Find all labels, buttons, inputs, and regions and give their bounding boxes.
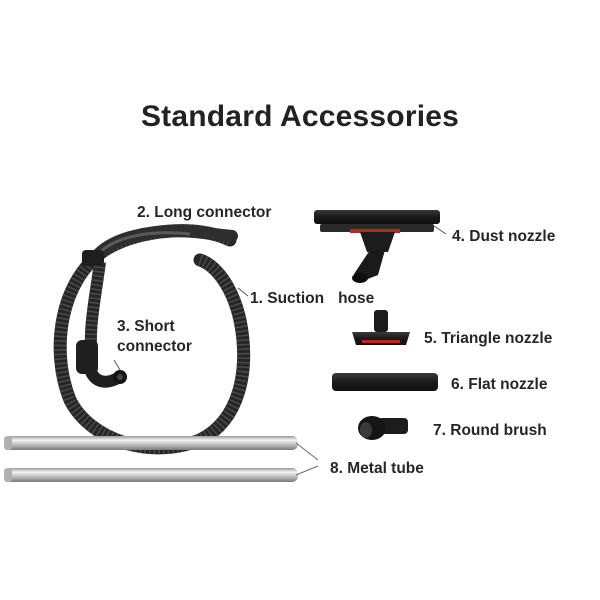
label-name: Short — [134, 318, 175, 335]
flat-nozzle-icon — [332, 373, 438, 391]
label-name: Round brush — [450, 422, 547, 439]
label-name: Long connector — [154, 204, 272, 221]
label-number: 4. — [452, 228, 465, 245]
label-flat-nozzle: 6. Flat nozzle — [451, 375, 547, 395]
label-suction-hose: 1. Suction hose — [250, 289, 374, 309]
label-number: 6. — [451, 376, 464, 393]
metal-tube-icon — [4, 436, 319, 482]
label-number: 2. — [137, 204, 150, 221]
page-title: Standard Accessories — [140, 100, 460, 133]
long-connector-icon — [82, 225, 238, 266]
label-name-line2: connector — [117, 338, 192, 355]
label-name: Dust nozzle — [469, 228, 556, 245]
label-short-connector: 3. Short connector — [117, 317, 192, 357]
label-metal-tube: 8. Metal tube — [330, 459, 424, 479]
round-brush-icon — [358, 416, 408, 440]
label-number: 7. — [433, 422, 446, 439]
label-long-connector: 2. Long connector — [137, 203, 271, 223]
label-name-extra: hose — [338, 290, 375, 307]
label-name: Suction — [267, 290, 325, 307]
label-number: 5. — [424, 330, 437, 347]
dust-nozzle-icon — [314, 210, 440, 283]
label-number: 3. — [117, 318, 130, 335]
label-dust-nozzle: 4. Dust nozzle — [452, 227, 555, 247]
label-name: Metal tube — [347, 460, 424, 477]
label-name: Flat nozzle — [468, 376, 548, 393]
label-number: 8. — [330, 460, 343, 477]
label-name: Triangle nozzle — [441, 330, 553, 347]
leader-lines — [113, 225, 447, 371]
label-number: 1. — [250, 290, 263, 307]
label-round-brush: 7. Round brush — [433, 421, 547, 441]
label-triangle-nozzle: 5. Triangle nozzle — [424, 329, 552, 349]
triangle-nozzle-icon — [352, 310, 410, 345]
short-connector-icon — [76, 340, 127, 388]
